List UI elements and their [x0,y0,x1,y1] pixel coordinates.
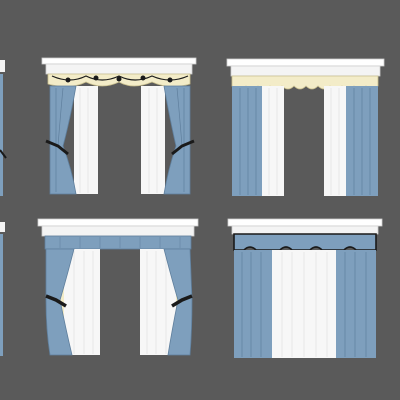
tieback-right [171,139,195,156]
curtain-set-box-pelmet [227,218,383,358]
curtain-set-swag-valance-tied [41,57,197,195]
cornice [0,60,5,72]
box-pelmet [233,233,377,251]
tieback-left [45,139,69,156]
curtain-set-scalloped-valance [226,58,385,196]
sheer-left [64,249,100,355]
drape-left [49,85,77,195]
cornice-top [226,58,385,67]
cornice-top [37,218,199,227]
sheer-left [262,86,284,196]
curtain-set-partial-bottom-left [0,222,5,356]
drape-folds [55,87,185,192]
drape-left [234,250,272,358]
drape-right [336,250,376,358]
sheer-folds [281,252,328,357]
tassels [65,75,173,83]
tieback-left [45,294,67,308]
drape-left [232,86,262,196]
cornice-top [227,218,383,227]
valance-pleats [59,237,181,248]
flat-valance [44,235,192,250]
curtain-set-partial-top-left [0,60,7,196]
curtain-set-flat-valance-tied [37,218,199,356]
cornice-body [45,63,193,75]
sheer-right [141,86,165,194]
sheer-right [324,86,346,196]
drape-left [0,234,3,356]
drape-right [163,85,191,195]
drape-folds [239,88,371,195]
tieback [0,149,7,159]
sheer-left [74,86,98,194]
drape-folds [241,252,367,357]
tieback-right [171,294,193,308]
sheer-folds [268,88,340,195]
cornice-body [230,65,381,77]
cornice [0,222,5,232]
cornice-top [41,57,197,65]
swag-trim [51,75,189,81]
sheer-folds [79,88,158,193]
cornice-body [41,225,195,237]
sheer-folds [73,251,167,354]
drape-left [0,74,3,196]
cornice-body [231,225,379,235]
